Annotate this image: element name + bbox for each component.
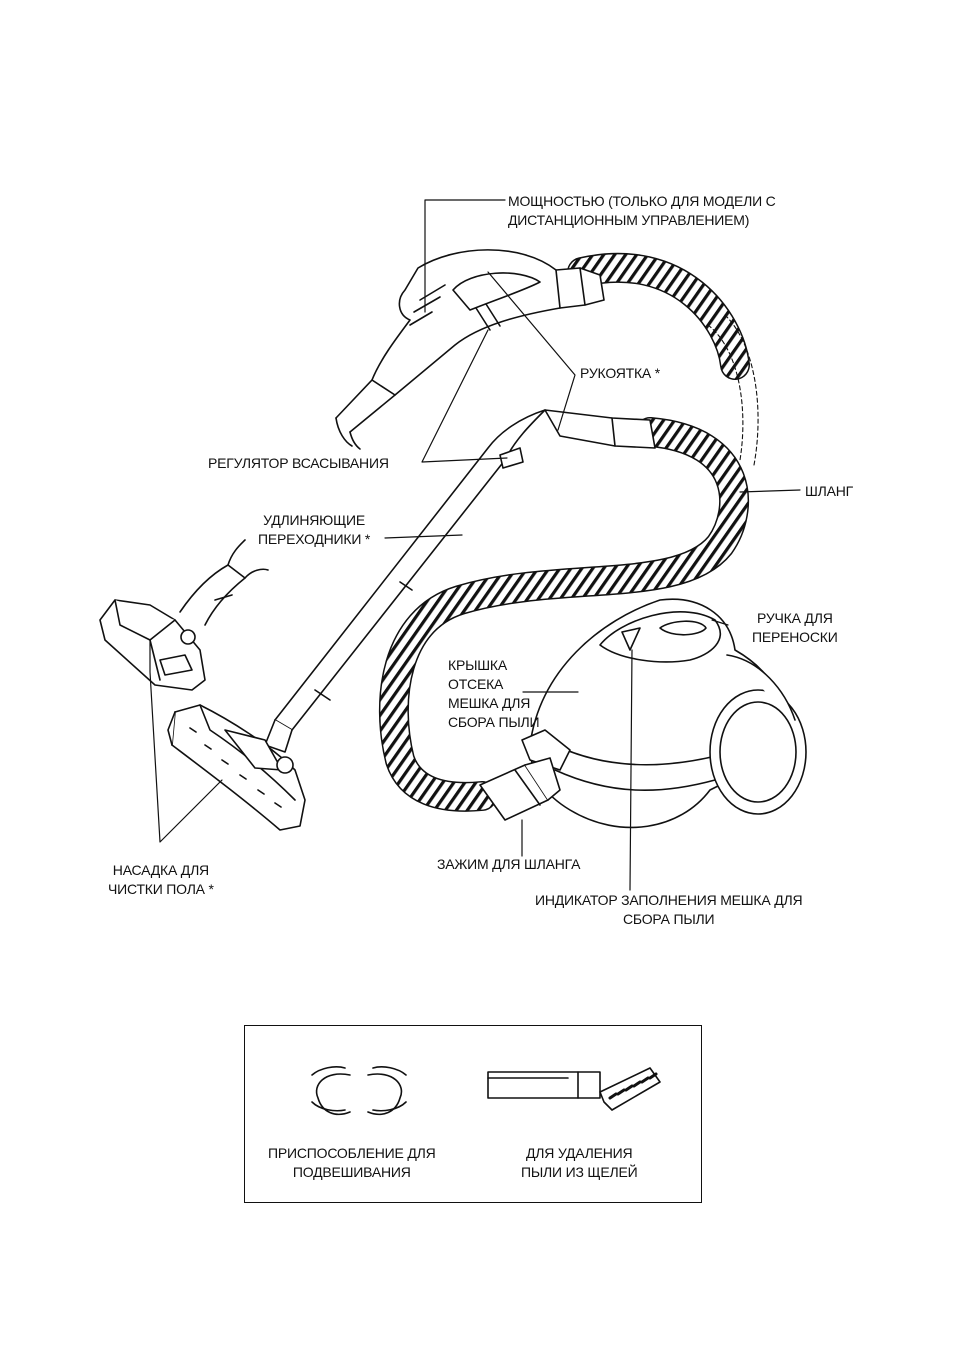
label-bag-full-indicator: ИНДИКАТОР ЗАПОЛНЕНИЯ МЕШКА ДЛЯ СБОРА ПЫЛ… [535,892,803,927]
crevice-tool-icon [487,1067,661,1111]
label-bag-cover: КРЫШКА ОТСЕКА МЕШКА ДЛЯ СБОРА ПЫЛИ [448,657,540,730]
label-power-control: МОЩНОСТЬЮ (ТОЛЬКО ДЛЯ МОДЕЛИ С ДИСТАНЦИО… [508,193,776,228]
floor-nozzle-alt-view [99,539,269,691]
handle-grip [335,249,605,450]
accessories-box [244,1025,702,1203]
label-floor-nozzle: НАСАДКА ДЛЯ ЧИСТКИ ПОЛА * [108,862,214,897]
label-carry-handle: РУЧКА ДЛЯ ПЕРЕНОСКИ [752,610,838,645]
label-hose: ШЛАНГ [805,483,854,499]
label-handle: РУКОЯТКА * [580,365,660,381]
leader-lines [149,199,801,891]
floor-nozzle [167,704,306,831]
label-hanger-accessory: ПРИСПОСОБЛЕНИЕ ДЛЯ ПОДВЕШИВАНИЯ [268,1145,436,1180]
label-extension-tubes: УДЛИНЯЮЩИЕ ПЕРЕХОДНИКИ * [258,512,371,547]
hose [378,252,750,812]
hanger-clip-icon [311,1066,407,1116]
label-hose-clamp: ЗАЖИМ ДЛЯ ШЛАНГА [437,856,581,872]
label-crevice-accessory: ДЛЯ УДАЛЕНИЯ ПЫЛИ ИЗ ЩЕЛЕЙ [521,1145,638,1180]
label-suction-regulator: РЕГУЛЯТОР ВСАСЫВАНИЯ [208,455,389,471]
hose-dashed-outline [707,314,759,466]
wand [264,409,656,753]
